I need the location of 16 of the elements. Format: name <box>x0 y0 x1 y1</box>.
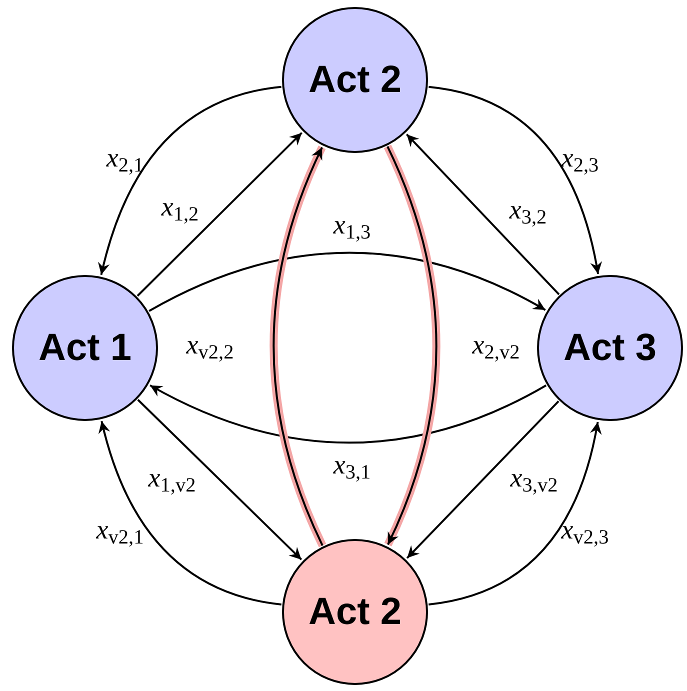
arrow <box>428 86 602 274</box>
node-label: Act 3 <box>564 329 656 367</box>
arrow <box>137 399 302 560</box>
node-label: Act 2 <box>308 593 402 631</box>
arrow <box>406 400 560 559</box>
arrow <box>270 146 326 548</box>
arrow <box>148 252 546 312</box>
arrow <box>150 384 547 444</box>
arrow <box>136 132 302 297</box>
arrow <box>98 420 282 606</box>
arrow <box>384 144 440 546</box>
node-label: Act 2 <box>308 61 402 99</box>
arrow <box>428 422 602 606</box>
node-label: Act 1 <box>38 329 132 367</box>
arrow <box>98 86 282 276</box>
arrow <box>406 134 560 296</box>
